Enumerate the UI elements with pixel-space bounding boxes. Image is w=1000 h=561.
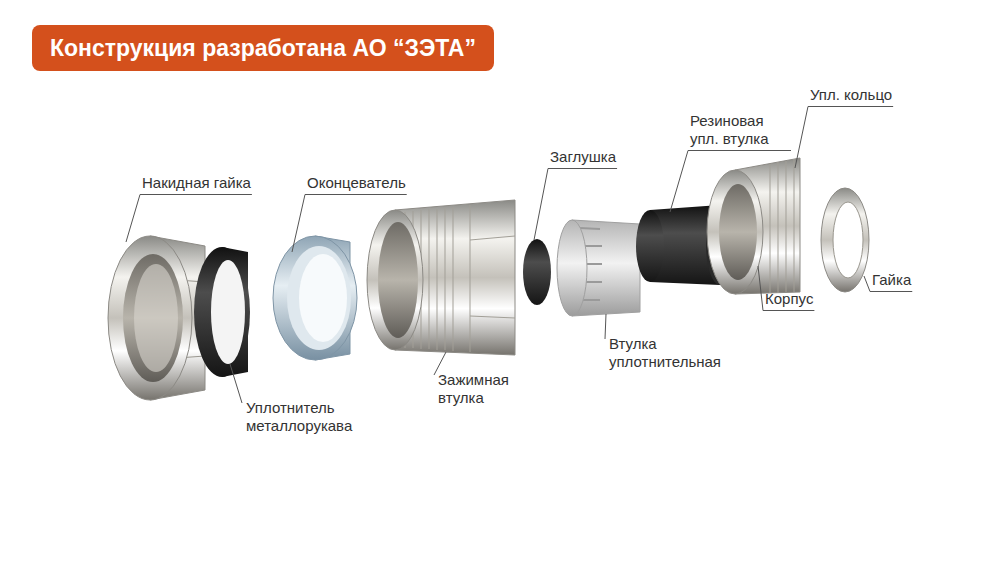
label-underline [305, 194, 407, 195]
leader-line [758, 266, 763, 311]
label-underline [688, 150, 791, 151]
part-label: Упл. кольцо [810, 86, 892, 104]
part-label: Резиновая упл. втулка [690, 112, 790, 148]
part-label: Накидная гайка [142, 174, 251, 192]
part-label: Оконцеватель [307, 174, 406, 192]
part-label: Втулка уплотнительная [609, 335, 739, 371]
part-label: Корпус [765, 290, 813, 308]
part-label: Гайка [872, 271, 911, 289]
part-label: Зажимная втулка [438, 371, 520, 407]
label-underline [763, 310, 814, 311]
part-label: Уплотнитель металлорукава [246, 399, 371, 435]
part-label: Заглушка [550, 148, 616, 166]
leader-line [126, 195, 140, 243]
label-underline [548, 168, 617, 169]
label-underline [808, 106, 893, 107]
label-underline [140, 194, 252, 195]
leader-line [230, 364, 242, 403]
leader-line [864, 276, 870, 292]
leader-line [534, 169, 548, 241]
label-underline [870, 291, 912, 292]
leader-line [795, 107, 808, 169]
leader-line [670, 151, 688, 213]
leader-line [292, 195, 305, 253]
title-banner: Конструкция разработана АО “ЗЭТА” [32, 25, 494, 71]
leader-line [605, 314, 606, 339]
